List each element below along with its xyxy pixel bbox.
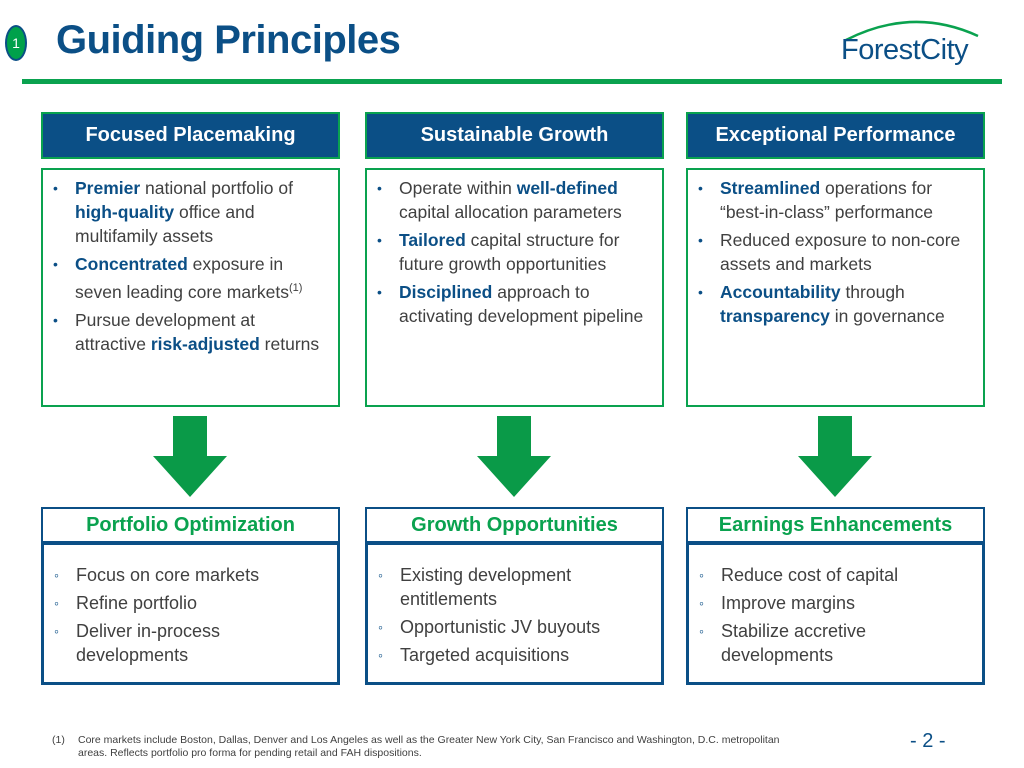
- logo-text: ForestCity: [841, 34, 969, 66]
- bullet-text: through: [840, 282, 905, 302]
- principle-bullet: Tailored capital structure for future gr…: [377, 228, 654, 276]
- bullet-text: approach to activating development pipel…: [399, 282, 644, 326]
- principle-box: Operate within well-defined capital allo…: [365, 168, 664, 407]
- bullet-text: operations for “best-in-class” performan…: [720, 178, 933, 222]
- bullet-text: in governance: [829, 306, 945, 326]
- bullet-text: (1): [289, 282, 303, 294]
- principle-bullet: Streamlined operations for “best-in-clas…: [698, 176, 975, 224]
- principle-bullet: Premier national portfolio of high-quali…: [53, 176, 330, 248]
- principle-box: Streamlined operations for “best-in-clas…: [686, 168, 985, 407]
- footnote: (1) Core markets include Boston, Dallas,…: [52, 734, 798, 760]
- bullet-text: Pursue development at attractive: [75, 309, 255, 354]
- principle-header: Focused Placemaking: [41, 112, 340, 159]
- principle-bullet: Disciplined approach to activating devel…: [377, 280, 654, 328]
- principle-bullet: Accountability through transparency in g…: [698, 280, 975, 328]
- footnote-number: (1): [52, 734, 65, 746]
- bullet-text: Tailored: [399, 230, 466, 250]
- bullet-text: Accountability: [720, 282, 841, 302]
- section-number-badge: 1: [5, 25, 27, 61]
- outcome-box: Reduce cost of capitalImprove marginsSta…: [686, 541, 985, 685]
- bullet-text: returns: [259, 333, 320, 354]
- outcome-header: Portfolio Optimization: [41, 507, 340, 543]
- bullet-text: capital allocation parameters: [399, 202, 622, 222]
- bullet-text: office and multifamily assets: [75, 202, 255, 246]
- bullet-text: exposure in seven leading core markets: [75, 254, 289, 302]
- outcome-item: Refine portfolio: [54, 591, 329, 615]
- outcome-box: Existing development entitlementsOpportu…: [365, 541, 664, 685]
- outcome-item: Deliver in-process developments: [54, 619, 329, 667]
- principle-bullet: Operate within well-defined capital allo…: [377, 176, 654, 224]
- page-number: - 2 -: [910, 730, 946, 752]
- footnote-text: Core markets include Boston, Dallas, Den…: [78, 734, 780, 759]
- outcome-item: Stabilize accretive developments: [699, 619, 974, 667]
- bullet-text: Streamlined: [720, 178, 821, 198]
- outcome-header: Earnings Enhancements: [686, 507, 985, 543]
- logo-arc-icon: [845, 20, 979, 42]
- principle-header: Exceptional Performance: [686, 112, 985, 159]
- outcome-item: Reduce cost of capital: [699, 563, 974, 587]
- outcome-box: Focus on core marketsRefine portfolioDel…: [41, 541, 340, 685]
- bullet-text: high-quality: [75, 202, 175, 222]
- bullet-text: capital structure for future growth oppo…: [399, 230, 620, 274]
- bullet-text: Operate within: [399, 178, 517, 198]
- bullet-text: Premier: [75, 178, 141, 198]
- title-divider: [22, 79, 1002, 84]
- bullet-text: transparency: [720, 306, 830, 326]
- forest-city-logo: ForestCity: [838, 14, 988, 70]
- page-title: Guiding Principles: [56, 18, 401, 62]
- principle-bullet: Concentrated exposure in seven leading c…: [53, 252, 330, 304]
- bullet-text: Reduced exposure to non-core assets and …: [720, 230, 961, 274]
- bullet-text: risk-adjusted: [150, 333, 260, 354]
- principle-bullet: Reduced exposure to non-core assets and …: [698, 228, 975, 276]
- bullet-text: national portfolio of: [140, 178, 293, 198]
- outcome-item: Opportunistic JV buyouts: [378, 615, 653, 639]
- outcome-item: Targeted acquisitions: [378, 643, 653, 667]
- down-arrow-icon: [153, 416, 227, 497]
- outcome-item: Focus on core markets: [54, 563, 329, 587]
- outcome-item: Existing development entitlements: [378, 563, 653, 611]
- principle-bullet: Pursue development at attractive risk-ad…: [53, 308, 330, 356]
- bullet-text: Disciplined: [399, 282, 493, 302]
- down-arrow-icon: [798, 416, 872, 497]
- principle-box: Premier national portfolio of high-quali…: [41, 168, 340, 407]
- outcome-item: Improve margins: [699, 591, 974, 615]
- bullet-text: Concentrated: [75, 254, 188, 274]
- down-arrow-icon: [477, 416, 551, 497]
- bullet-text: well-defined: [516, 178, 618, 198]
- outcome-header: Growth Opportunities: [365, 507, 664, 543]
- principle-header: Sustainable Growth: [365, 112, 664, 159]
